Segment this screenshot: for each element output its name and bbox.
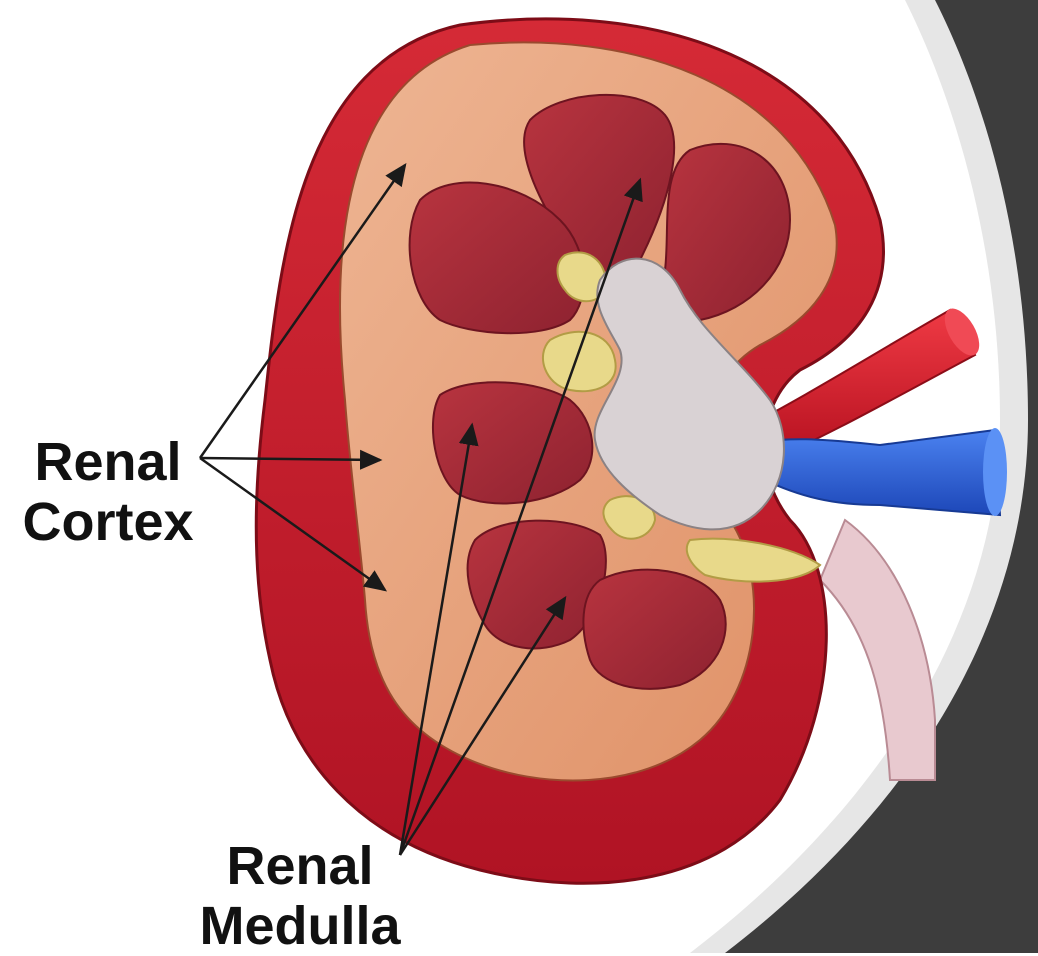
renal-cortex-label-line2: Cortex xyxy=(8,492,208,552)
sinus-fat-1 xyxy=(543,332,616,391)
renal-cortex-label-line1: Renal xyxy=(8,432,208,492)
medulla-pyramid-6 xyxy=(583,570,725,689)
medulla-pyramid-4 xyxy=(433,382,592,503)
ureter xyxy=(820,520,935,780)
renal-medulla-label-line1: Renal xyxy=(180,836,420,896)
renal-medulla-label: Renal Medulla xyxy=(180,836,420,956)
renal-medulla-label-line2: Medulla xyxy=(180,896,420,956)
vein-end xyxy=(983,428,1007,516)
renal-cortex-label: Renal Cortex xyxy=(8,432,208,552)
